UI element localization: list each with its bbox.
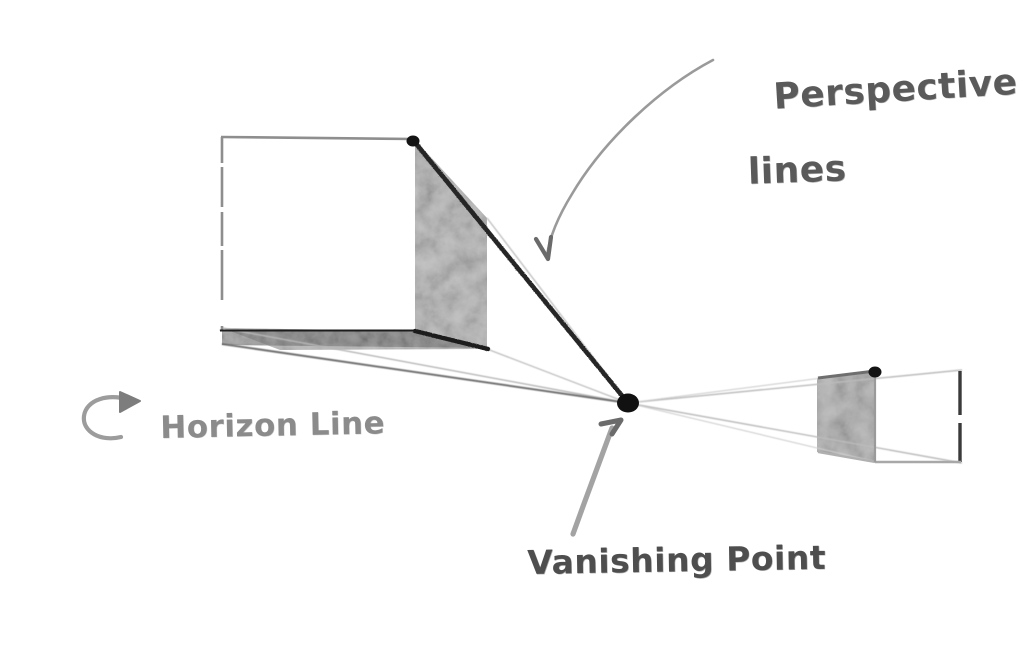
horizon-line-arrow-head (119, 391, 141, 413)
right-box-top-receding-edge (817, 369, 876, 380)
perspective-lines-arrow-shaft (545, 58, 715, 258)
ray-left-back-bottom (486, 348, 629, 404)
left-box-bottom-receding-edge (412, 328, 491, 352)
right-box (815, 366, 964, 464)
ray-left-bottom-front (221, 327, 629, 404)
perspective-lines-arrow (533, 58, 715, 262)
ray-left-bottom-lower (221, 343, 629, 404)
right-box-corner-dot (868, 366, 882, 378)
left-box-front-bottom-edge (219, 327, 419, 334)
left-box-side-face-shading (415, 140, 487, 348)
ray-left-top-corner-heavy (410, 137, 631, 406)
left-box (219, 135, 491, 352)
vanishing-point-dot (617, 393, 639, 413)
perspective-lines-arrow-head (533, 234, 554, 262)
horizon-line-arrow (81, 391, 141, 441)
left-box-front-top-edge (220, 135, 415, 141)
ray-right-top (627, 369, 963, 404)
vanishing-point-arrow-head (598, 417, 624, 437)
ray-right-bottom-inner (627, 402, 877, 463)
right-box-side-face-shading (817, 371, 875, 462)
shaded-faces (222, 140, 875, 462)
right-box-bottom-receding-edge (817, 450, 876, 464)
ray-right-bottom (627, 402, 963, 464)
left-box-corner-dot (406, 135, 420, 147)
vanishing-point-arrow-shaft (570, 425, 615, 537)
vanishing-point-arrow (570, 417, 624, 537)
horizon-line-arrow-shaft (81, 395, 136, 441)
